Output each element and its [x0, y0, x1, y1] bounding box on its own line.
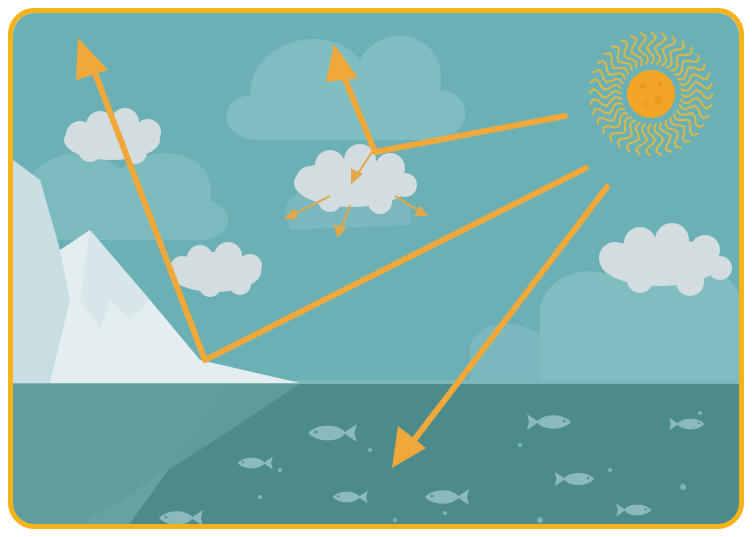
sun-body — [627, 70, 675, 118]
